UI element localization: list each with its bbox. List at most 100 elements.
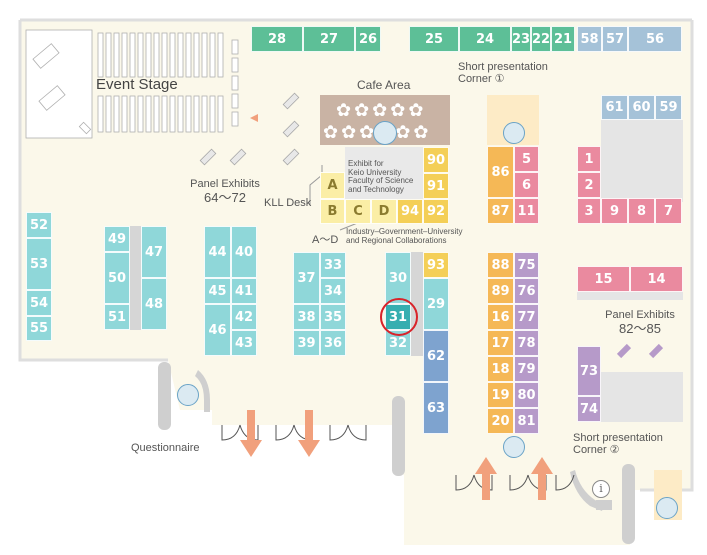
booth-92[interactable]: 92 xyxy=(423,199,449,224)
booth-56[interactable]: 56 xyxy=(628,26,682,52)
booth-25[interactable]: 25 xyxy=(409,26,459,52)
booth-33[interactable]: 33 xyxy=(320,252,346,278)
booth-c[interactable]: C xyxy=(345,199,371,224)
booth-5[interactable]: 5 xyxy=(514,146,539,172)
booth-15[interactable]: 15 xyxy=(577,266,630,292)
booth-88[interactable]: 88 xyxy=(487,252,514,278)
booth-2[interactable]: 2 xyxy=(577,172,601,198)
monitor-icon xyxy=(656,497,678,519)
booth-61[interactable]: 61 xyxy=(601,95,628,120)
booth-89[interactable]: 89 xyxy=(487,278,514,304)
booth-75[interactable]: 75 xyxy=(514,252,539,278)
booth-57[interactable]: 57 xyxy=(602,26,628,52)
booth-38[interactable]: 38 xyxy=(293,304,320,330)
booth-a[interactable]: A xyxy=(320,172,345,199)
booth-42[interactable]: 42 xyxy=(231,304,257,330)
booth-44[interactable]: 44 xyxy=(204,226,231,278)
booth-39[interactable]: 39 xyxy=(293,330,320,356)
monitor-icon xyxy=(503,122,525,144)
booth-49[interactable]: 49 xyxy=(104,226,130,252)
booth-87[interactable]: 87 xyxy=(487,198,514,224)
booth-20[interactable]: 20 xyxy=(487,408,514,434)
booth-27[interactable]: 27 xyxy=(303,26,355,52)
booth-53[interactable]: 53 xyxy=(26,238,52,290)
booth-11[interactable]: 11 xyxy=(514,198,539,224)
booth-35[interactable]: 35 xyxy=(320,304,346,330)
booth-30[interactable]: 30 xyxy=(385,252,411,304)
booth-45[interactable]: 45 xyxy=(204,278,231,304)
booth-43[interactable]: 43 xyxy=(231,330,257,356)
booth-79[interactable]: 79 xyxy=(514,356,539,382)
booth-58[interactable]: 58 xyxy=(577,26,602,52)
booth-94[interactable]: 94 xyxy=(397,199,423,224)
booth-52[interactable]: 52 xyxy=(26,212,52,238)
booth-1[interactable]: 1 xyxy=(577,146,601,172)
block-divider xyxy=(411,252,423,356)
booth-60[interactable]: 60 xyxy=(628,95,655,120)
booth-18[interactable]: 18 xyxy=(487,356,514,382)
booth-51[interactable]: 51 xyxy=(104,304,130,330)
booth-59[interactable]: 59 xyxy=(655,95,682,120)
booth-86[interactable]: 86 xyxy=(487,146,514,198)
booth-81[interactable]: 81 xyxy=(514,408,539,434)
booth-93[interactable]: 93 xyxy=(423,252,449,278)
booth-26[interactable]: 26 xyxy=(355,26,381,52)
booth-73[interactable]: 73 xyxy=(577,346,601,396)
booth-14[interactable]: 14 xyxy=(630,266,683,292)
booth-19[interactable]: 19 xyxy=(487,382,514,408)
monitor-icon xyxy=(503,436,525,458)
booth-d[interactable]: D xyxy=(371,199,397,224)
questionnaire-icon[interactable] xyxy=(177,384,199,406)
block-divider xyxy=(577,292,683,300)
booth-54[interactable]: 54 xyxy=(26,290,52,316)
booth-24[interactable]: 24 xyxy=(459,26,511,52)
info-icon[interactable]: i xyxy=(592,480,610,498)
booth-22[interactable]: 22 xyxy=(531,26,551,52)
booth-48[interactable]: 48 xyxy=(141,278,167,330)
booth-b[interactable]: B xyxy=(320,199,345,224)
highlight-ring xyxy=(380,298,418,336)
booth-78[interactable]: 78 xyxy=(514,330,539,356)
booth-91[interactable]: 91 xyxy=(423,173,449,199)
booth-77[interactable]: 77 xyxy=(514,304,539,330)
booth-46[interactable]: 46 xyxy=(204,304,231,356)
booth-23[interactable]: 23 xyxy=(511,26,531,52)
star-icon: ✿✿✿✿✿ xyxy=(336,100,427,120)
booth-6[interactable]: 6 xyxy=(514,172,539,198)
event-stage-label: Event Stage xyxy=(96,76,178,93)
booth-47[interactable]: 47 xyxy=(141,226,167,278)
booth-29[interactable]: 29 xyxy=(423,278,449,330)
booth-62[interactable]: 62 xyxy=(423,330,449,382)
booth-9[interactable]: 9 xyxy=(601,198,628,224)
booth-28[interactable]: 28 xyxy=(251,26,303,52)
booth-90[interactable]: 90 xyxy=(423,147,449,173)
booth-50[interactable]: 50 xyxy=(104,252,130,304)
booth-40[interactable]: 40 xyxy=(231,226,257,278)
booth-21[interactable]: 21 xyxy=(551,26,575,52)
monitor-icon xyxy=(373,121,397,145)
booth-34[interactable]: 34 xyxy=(320,278,346,304)
booth-80[interactable]: 80 xyxy=(514,382,539,408)
booth-8[interactable]: 8 xyxy=(628,198,655,224)
booth-17[interactable]: 17 xyxy=(487,330,514,356)
booth-7[interactable]: 7 xyxy=(655,198,682,224)
booth-3[interactable]: 3 xyxy=(577,198,601,224)
a-d-label: A～D xyxy=(312,234,339,246)
booth-36[interactable]: 36 xyxy=(320,330,346,356)
booth-76[interactable]: 76 xyxy=(514,278,539,304)
questionnaire-label: Questionnaire xyxy=(131,442,200,454)
booth-55[interactable]: 55 xyxy=(26,316,52,341)
booth-41[interactable]: 41 xyxy=(231,278,257,304)
booth-63[interactable]: 63 xyxy=(423,382,449,434)
booth-74[interactable]: 74 xyxy=(577,396,601,422)
block-divider xyxy=(130,226,141,330)
booth-37[interactable]: 37 xyxy=(293,252,320,304)
booth-16[interactable]: 16 xyxy=(487,304,514,330)
